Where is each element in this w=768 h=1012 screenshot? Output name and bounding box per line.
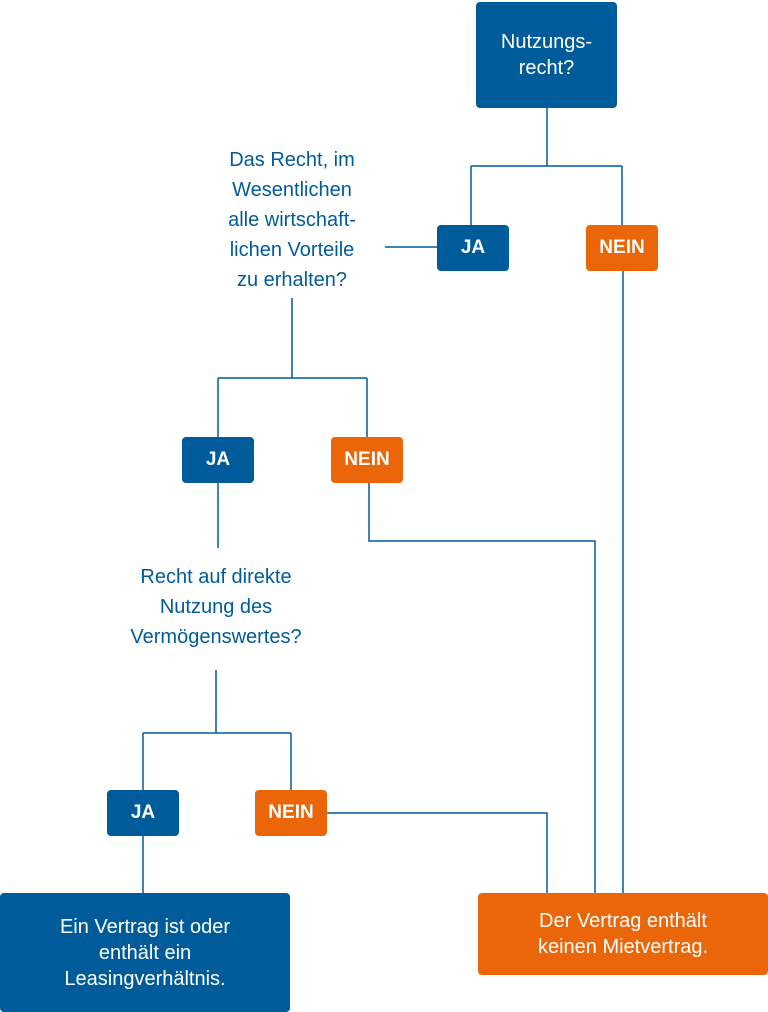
question-direct-use: Recht auf direkte Nutzung des Vermögensw… (130, 566, 302, 648)
connector-question3-split (142, 670, 292, 790)
connector-q2-no-to-result (368, 483, 596, 893)
result-lease-node: Ein Vertrag ist oder enthält ein Leasing… (0, 893, 290, 1012)
result-no-lease-node: Der Vertrag enthält keinen Mietvertrag. (478, 893, 768, 975)
start-node: Nutzungs- recht? (476, 2, 617, 108)
q3-yes-label: JA (107, 790, 179, 836)
q2-no-label: NEIN (331, 437, 403, 483)
q1-no-label: NEIN (586, 225, 658, 271)
question-economic-benefits: Das Recht, im Wesentlichen alle wirtscha… (228, 149, 356, 291)
connector-start-split (470, 108, 623, 228)
q3-no-label: NEIN (255, 790, 327, 836)
q1-yes-label: JA (437, 225, 509, 271)
connector-question2-split (217, 298, 368, 437)
connector-q3-no-to-result (327, 812, 548, 893)
q2-yes-label: JA (182, 437, 254, 483)
